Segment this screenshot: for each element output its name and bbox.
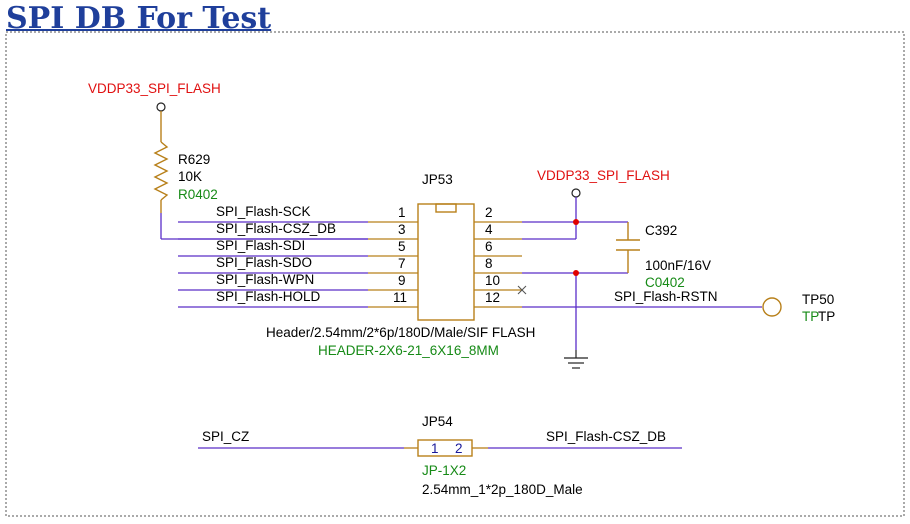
net-label-sck: SPI_Flash-SCK bbox=[216, 204, 311, 219]
jp53-pin-10: 10 bbox=[485, 273, 500, 288]
power-symbol-left bbox=[156, 102, 166, 130]
power-symbol-right bbox=[571, 188, 581, 222]
header-jp53-body bbox=[417, 203, 475, 321]
left-pin-stubs bbox=[368, 221, 418, 308]
junction-dot bbox=[573, 219, 579, 225]
jp53-pin-12: 12 bbox=[485, 290, 500, 305]
jp53-footprint: HEADER-2X6-21_6X16_8MM bbox=[318, 343, 499, 358]
jp54-footprint: JP-1X2 bbox=[422, 463, 466, 478]
net-label-csz-db: SPI_Flash-CSZ_DB bbox=[216, 221, 336, 236]
jp53-ref: JP53 bbox=[422, 172, 453, 187]
capacitor-value: 100nF/16V bbox=[645, 258, 711, 273]
jp53-pin-7: 7 bbox=[398, 256, 406, 271]
jumper-jp54-body bbox=[417, 439, 473, 457]
capacitor-ref: C392 bbox=[645, 223, 677, 238]
resistor-value: 10K bbox=[178, 169, 202, 184]
resistor-r629 bbox=[153, 130, 169, 213]
capacitor-footprint: C0402 bbox=[645, 275, 685, 290]
junction-dot bbox=[573, 270, 579, 276]
net-label-wpn: SPI_Flash-WPN bbox=[216, 272, 314, 287]
jp54-ref: JP54 bbox=[422, 414, 453, 429]
testpoint-tp50-icon bbox=[762, 297, 782, 317]
jp54-right-net: SPI_Flash-CSZ_DB bbox=[546, 429, 666, 444]
jp53-pin-1: 1 bbox=[398, 205, 406, 220]
jp53-pin-3: 3 bbox=[398, 222, 406, 237]
sheet-frame bbox=[5, 31, 905, 517]
right-wires bbox=[522, 221, 762, 350]
right-pin-stubs bbox=[474, 221, 522, 308]
testpoint-footprint: TP bbox=[802, 309, 819, 324]
jp53-pin-11: 11 bbox=[393, 290, 407, 305]
power-label-left: VDDP33_SPI_FLASH bbox=[88, 81, 221, 96]
left-wires bbox=[160, 213, 368, 308]
page-title: SPI DB For Test bbox=[6, 1, 272, 36]
jp54-description: 2.54mm_1*2p_180D_Male bbox=[422, 482, 583, 497]
capacitor-c392 bbox=[616, 222, 640, 273]
jp54-left-net: SPI_CZ bbox=[202, 429, 249, 444]
jp53-pin-6: 6 bbox=[485, 239, 493, 254]
resistor-ref: R629 bbox=[178, 152, 210, 167]
no-connect-pin10-icon bbox=[517, 285, 527, 295]
jp53-pin-4: 4 bbox=[485, 222, 493, 237]
ground-icon bbox=[564, 350, 588, 369]
net-label-sdo: SPI_Flash-SDO bbox=[216, 255, 312, 270]
net-label-sdi: SPI_Flash-SDI bbox=[216, 238, 305, 253]
jp53-pin-8: 8 bbox=[485, 256, 493, 271]
jp53-pin-9: 9 bbox=[398, 273, 406, 288]
jp53-pin-5: 5 bbox=[398, 239, 406, 254]
jp54-pin-1: 1 bbox=[431, 441, 439, 456]
jp53-description: Header/2.54mm/2*6p/180D/Male/SIF FLASH bbox=[266, 325, 535, 340]
jp54-pin-2: 2 bbox=[455, 441, 463, 456]
power-label-right: VDDP33_SPI_FLASH bbox=[537, 168, 670, 183]
jp53-pin-2: 2 bbox=[485, 205, 493, 220]
net-label-rstn: SPI_Flash-RSTN bbox=[614, 289, 718, 304]
testpoint-value: TP bbox=[818, 309, 835, 324]
testpoint-ref: TP50 bbox=[802, 292, 834, 307]
resistor-footprint: R0402 bbox=[178, 187, 218, 202]
net-label-hold: SPI_Flash-HOLD bbox=[216, 289, 321, 304]
